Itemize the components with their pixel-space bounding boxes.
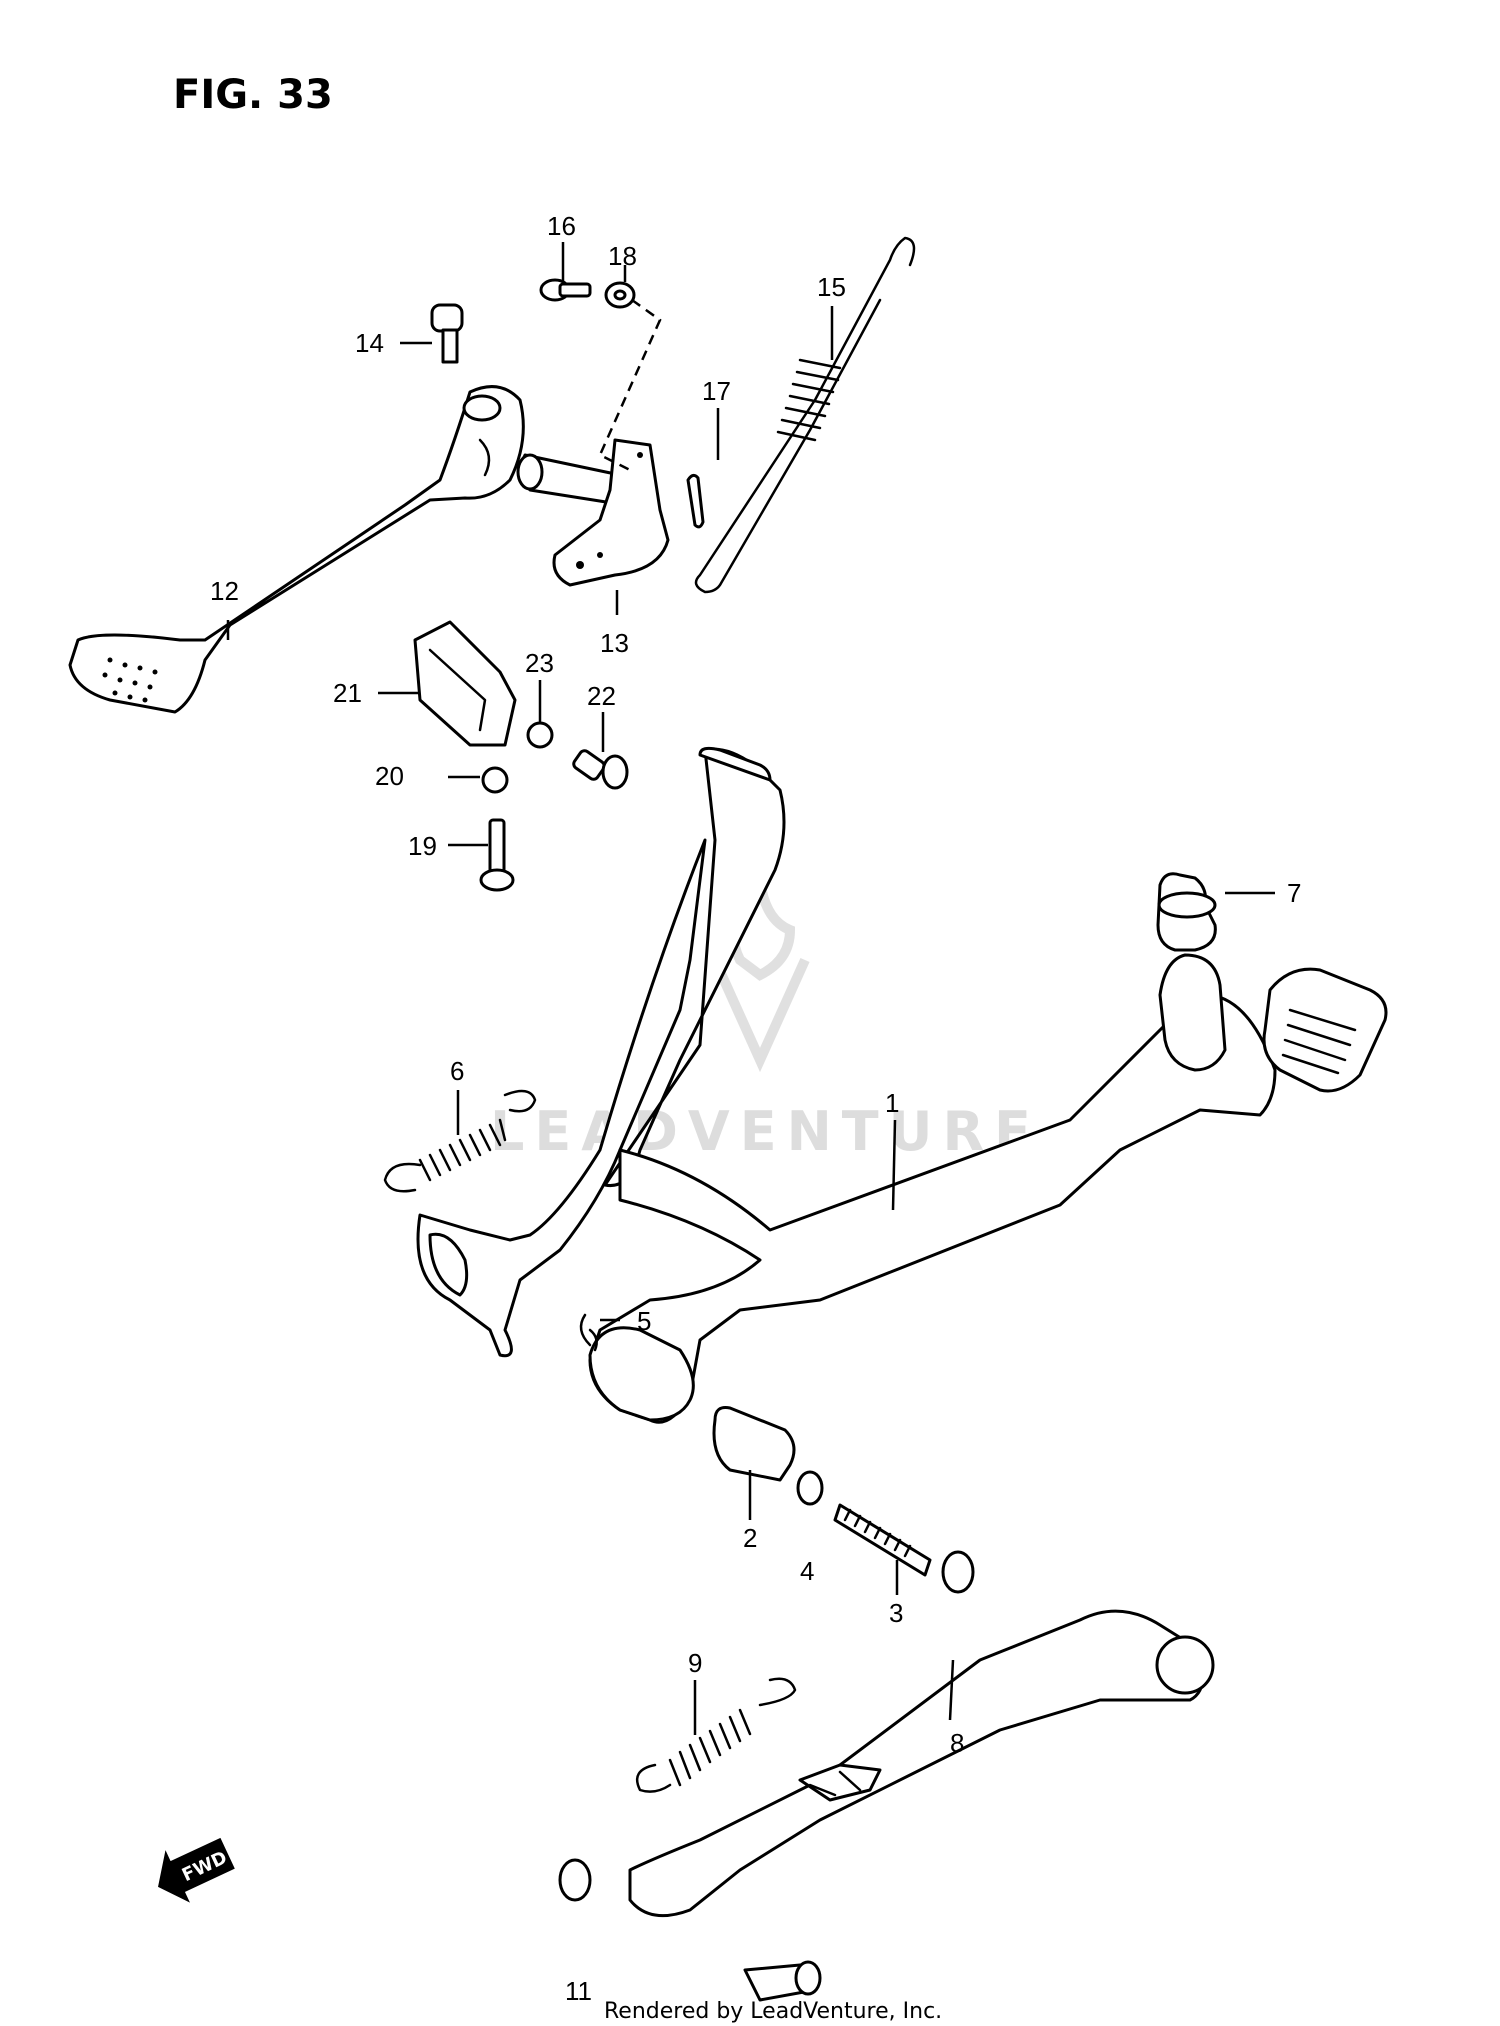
callout-1: 1 xyxy=(885,1088,899,1118)
callout-18: 18 xyxy=(608,241,637,271)
leadventure-watermark: LEADVENTURE xyxy=(490,869,1041,1163)
callout-labels: 1 2 3 4 5 6 7 8 9 11 12 13 14 15 16 17 1… xyxy=(210,211,1301,2006)
callout-22: 22 xyxy=(587,681,616,711)
watermark-text: LEADVENTURE xyxy=(490,1100,1041,1163)
part-15-return-spring xyxy=(694,236,916,594)
part-17-cotter-pin xyxy=(686,473,705,529)
callout-2: 2 xyxy=(743,1523,757,1553)
callout-15: 15 xyxy=(817,272,846,302)
foot-pad-tread xyxy=(1281,1008,1357,1075)
callout-7: 7 xyxy=(1287,878,1301,908)
part-8-side-stand xyxy=(628,1609,1215,1918)
part-1-center-stand xyxy=(416,746,1388,1424)
part-13-brake-shaft xyxy=(516,438,670,587)
callout-8: 8 xyxy=(950,1728,964,1758)
part-19-bolt xyxy=(479,818,515,892)
callout-17: 17 xyxy=(702,376,731,406)
callout-23: 23 xyxy=(525,648,554,678)
callout-11: 11 xyxy=(565,1976,592,2006)
part-7-stopper xyxy=(1156,872,1217,952)
callout-4: 4 xyxy=(800,1556,814,1586)
figure-title: FIG. 33 xyxy=(173,72,333,118)
forward-arrow-icon: FWD xyxy=(158,1837,235,1903)
callout-12: 12 xyxy=(210,576,239,606)
part-4-washer xyxy=(796,1470,824,1506)
callout-21: 21 xyxy=(333,678,362,708)
callout-20: 20 xyxy=(375,761,404,791)
callout-14: 14 xyxy=(355,328,384,358)
leader-lines xyxy=(226,242,1275,1735)
part-16-pin xyxy=(539,278,592,302)
part-10-bolt xyxy=(743,1960,822,2002)
callout-13: 13 xyxy=(600,628,629,658)
part-21-bracket xyxy=(413,620,517,747)
callout-6: 6 xyxy=(450,1056,464,1086)
part-14-bolt xyxy=(430,303,464,364)
part-3-bolt xyxy=(833,1503,975,1594)
part-9-spring xyxy=(635,1677,797,1793)
part-2-collar xyxy=(712,1406,796,1482)
footer-credit: Rendered by LeadVenture, Inc. xyxy=(604,1999,942,2024)
part-20-nut xyxy=(481,766,509,794)
callout-5: 5 xyxy=(637,1306,651,1336)
part-18-washer xyxy=(604,281,636,309)
callout-3: 3 xyxy=(889,1598,903,1628)
pedal-tread xyxy=(102,657,158,703)
callout-16: 16 xyxy=(547,211,576,241)
part-22-bolt xyxy=(572,749,629,790)
part-23-washer xyxy=(526,721,554,749)
part-11-nut xyxy=(558,1858,592,1902)
callout-19: 19 xyxy=(408,831,437,861)
part-5-clip xyxy=(579,1313,598,1352)
part-12-brake-pedal xyxy=(68,385,525,714)
callout-9: 9 xyxy=(688,1648,702,1678)
part-6-spring xyxy=(383,1089,537,1193)
